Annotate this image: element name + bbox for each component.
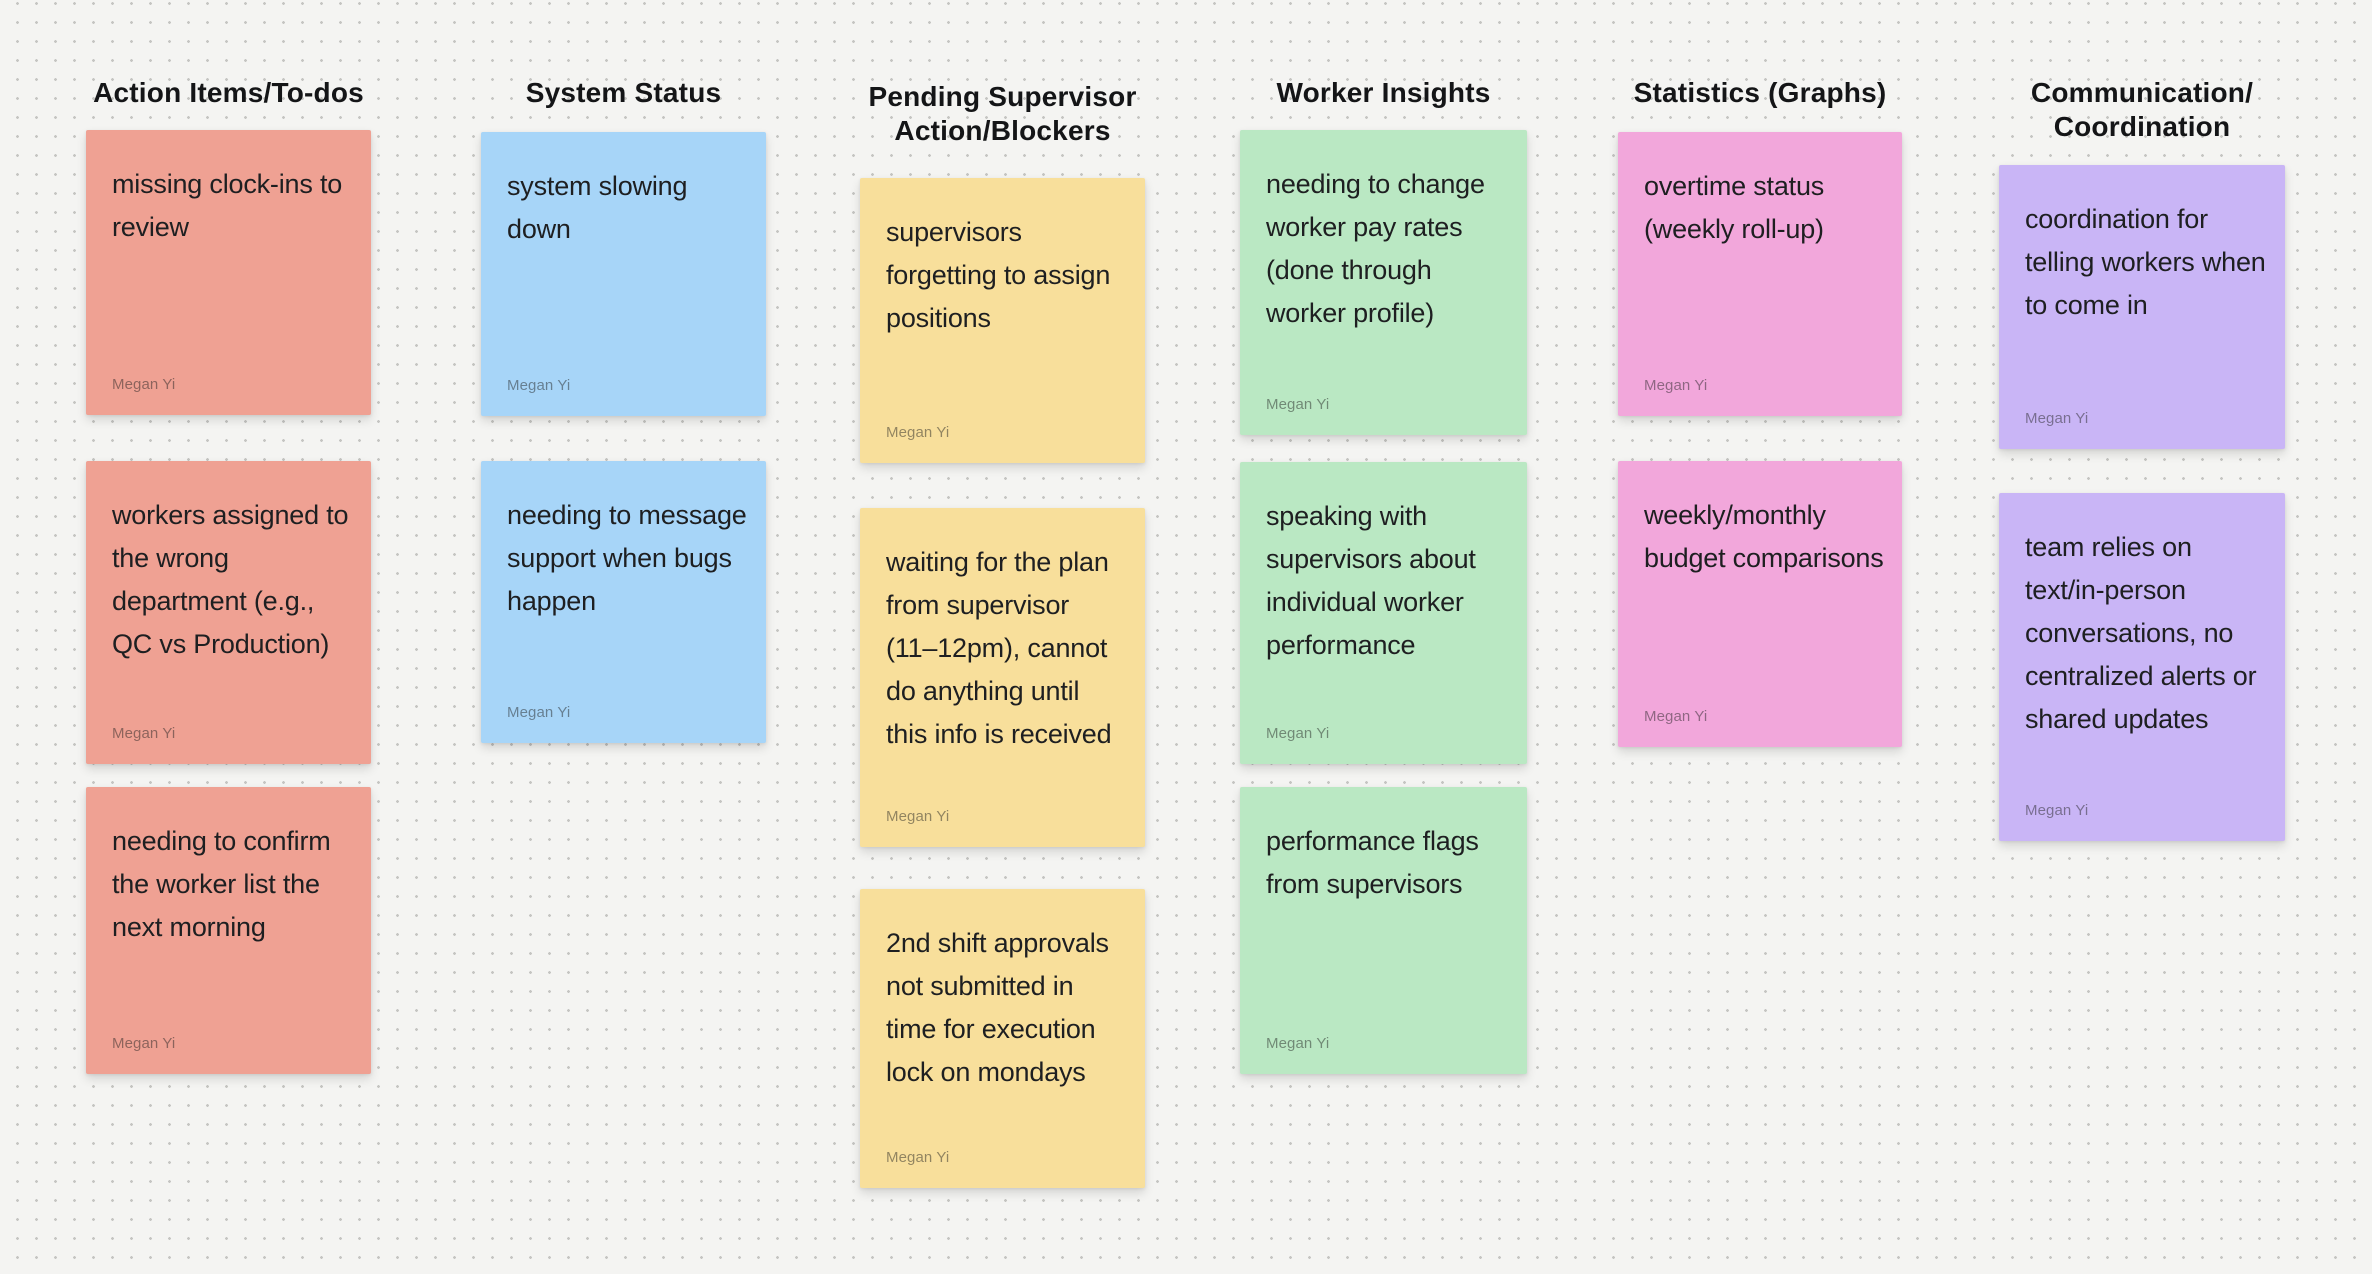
sticky-note-author: Megan Yi [886,1149,950,1166]
sticky-note-text: performance flags from supervisors [1266,826,1479,899]
sticky-note-text: system slowing down [507,171,688,244]
sticky-note-author: Megan Yi [1644,708,1708,725]
sticky-note-author: Megan Yi [1266,1035,1330,1052]
sticky-note-text: waiting for the plan from supervisor (11… [886,547,1112,749]
sticky-note-author: Megan Yi [507,377,571,394]
sticky-note[interactable]: overtime status (weekly roll-up) Megan Yi [1618,132,1902,416]
column-title-line: Worker Insights [1276,77,1491,108]
sticky-note-author: Megan Yi [1266,725,1330,742]
sticky-note-author: Megan Yi [2025,410,2089,427]
sticky-note[interactable]: supervisors forgetting to assign positio… [860,178,1145,463]
sticky-note-text: needing to confirm the worker list the n… [112,826,331,942]
sticky-note-text: speaking with supervisors about individu… [1266,501,1476,660]
sticky-note-author: Megan Yi [1266,396,1330,413]
column-title-line: System Status [525,77,722,108]
sticky-note[interactable]: needing to change worker pay rates (done… [1240,130,1527,435]
sticky-note[interactable]: team relies on text/in-person conversati… [1999,493,2285,841]
sticky-note-text: workers assigned to the wrong department… [112,500,349,659]
sticky-note[interactable]: workers assigned to the wrong department… [86,461,371,764]
sticky-note-author: Megan Yi [886,424,950,441]
sticky-note-author: Megan Yi [1644,377,1708,394]
column-title-line: Action/Blockers [894,115,1111,146]
column-title[interactable]: Statistics (Graphs) [1634,76,1887,110]
sticky-note[interactable]: speaking with supervisors about individu… [1240,462,1527,764]
sticky-note-author: Megan Yi [886,808,950,825]
sticky-note[interactable]: 2nd shift approvals not submitted in tim… [860,889,1145,1188]
sticky-note-author: Megan Yi [112,376,176,393]
sticky-note-text: overtime status (weekly roll-up) [1644,171,1825,244]
sticky-note-text: needing to change worker pay rates (done… [1266,169,1485,328]
column-title-line: Coordination [2053,111,2231,142]
sticky-note-text: coordination for telling workers when to… [2025,204,2266,320]
sticky-note-author: Megan Yi [112,1035,176,1052]
sticky-note[interactable]: waiting for the plan from supervisor (11… [860,508,1145,847]
column-title[interactable]: System Status [526,76,722,110]
sticky-note[interactable]: coordination for telling workers when to… [1999,165,2285,449]
column-title-line: Action Items/To-dos [93,77,364,108]
column-title-line: Communication/ [2030,77,2254,108]
sticky-note-author: Megan Yi [507,704,571,721]
sticky-note[interactable]: needing to confirm the worker list the n… [86,787,371,1074]
sticky-note-text: weekly/monthly budget comparisons [1644,500,1884,573]
column-title-line: Statistics (Graphs) [1633,77,1887,108]
column-title[interactable]: Action Items/To-dos [93,76,364,110]
sticky-note-text: team relies on text/in-person conversati… [2025,532,2257,734]
sticky-note-text: supervisors forgetting to assign positio… [886,217,1111,333]
column-title[interactable]: Communication/Coordination [2031,76,2253,144]
sticky-note-text: needing to message support when bugs hap… [507,500,747,616]
sticky-note-author: Megan Yi [112,725,176,742]
sticky-note-text: 2nd shift approvals not submitted in tim… [886,928,1109,1087]
column-title[interactable]: Worker Insights [1276,76,1490,110]
sticky-note-text: missing clock-ins to review [112,169,343,242]
sticky-note[interactable]: needing to message support when bugs hap… [481,461,766,743]
column-title-line: Pending Supervisor [868,81,1137,112]
sticky-note-author: Megan Yi [2025,802,2089,819]
